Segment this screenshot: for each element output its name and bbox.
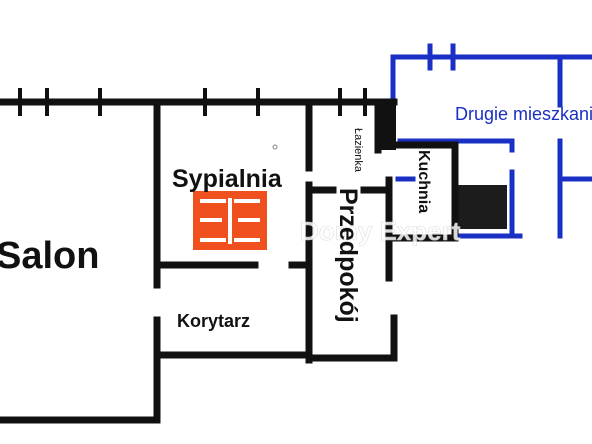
plan-dot <box>272 144 278 150</box>
neighbour-apartment-label: Drugie mieszkanie <box>455 104 592 124</box>
room-label-salon: Salon <box>0 235 99 277</box>
bathroom-partition <box>378 102 396 150</box>
room-label-sypialnia: Sypialnia <box>172 165 283 193</box>
neighbour-stair-block <box>457 185 507 229</box>
logo-icon-lines <box>200 198 260 244</box>
watermark-text: Domy Expert <box>300 216 461 246</box>
room-label-korytarz: Korytarz <box>177 311 250 331</box>
neighbour-apartment-walls <box>390 43 592 239</box>
room-label-lazienka: Łazienka <box>352 128 364 173</box>
apartment-walls <box>0 88 459 424</box>
room-label-przedpokoj: Przedpokój <box>334 188 362 323</box>
room-label-kuchnia: Kuchnia <box>415 150 432 213</box>
watermark-logo <box>193 191 267 250</box>
